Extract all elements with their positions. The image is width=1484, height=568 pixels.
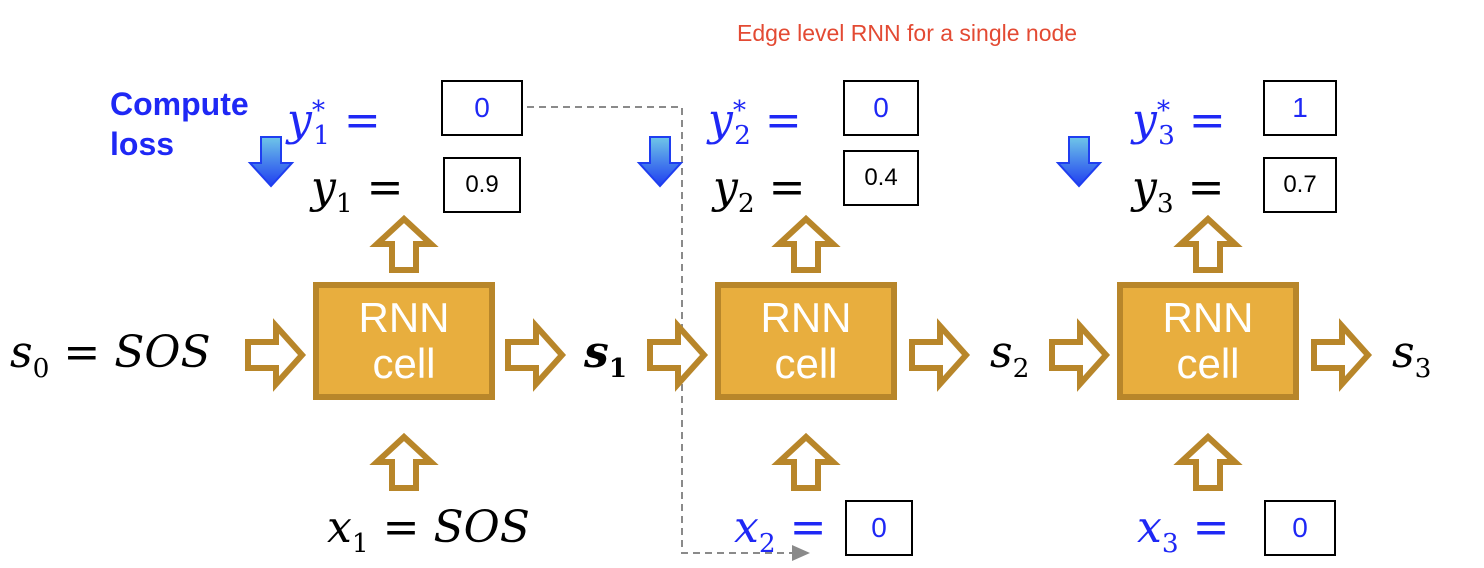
loss-arrow-3	[1055, 136, 1103, 188]
loss-arrow-1	[247, 136, 295, 188]
compute-loss-line2: loss	[110, 126, 175, 162]
arrow-cell1-to-s1	[505, 318, 567, 392]
target-y2: y*2=	[708, 94, 802, 152]
arrow-cell3-to-y3	[1173, 214, 1243, 273]
prediction-y3: y3=	[1132, 162, 1225, 219]
input-x3: x3=	[1137, 502, 1230, 559]
arrow-x2-to-cell2	[771, 432, 841, 491]
compute-loss-label: Compute loss	[110, 84, 249, 164]
arrow-s1-to-cell2	[647, 318, 709, 392]
input-x2: x2=	[734, 502, 827, 559]
arrow-s2-to-cell3	[1049, 318, 1111, 392]
target-y1-value-box: 0	[441, 80, 523, 136]
rnn-cell-2-line2: cell	[774, 340, 838, 387]
rnn-cell-3-line1: RNN	[1162, 294, 1254, 341]
arrow-cell2-to-s2	[909, 318, 971, 392]
prediction-y1: y1=	[311, 162, 404, 219]
rnn-cell-3-line2: cell	[1176, 340, 1240, 387]
prediction-y3-value-box: 0.7	[1263, 157, 1337, 213]
rnn-cell-2: RNN cell	[715, 282, 897, 400]
arrow-x1-to-cell1	[369, 432, 439, 491]
target-y3-value-box: 1	[1263, 80, 1337, 136]
rnn-cell-3: RNN cell	[1117, 282, 1299, 400]
target-y1: y*1=	[287, 94, 381, 152]
arrow-s0-to-cell1	[245, 318, 307, 392]
arrow-cell3-to-s3	[1311, 318, 1373, 392]
prediction-y1-value-box: 0.9	[443, 157, 521, 213]
prediction-y2: y2=	[713, 162, 806, 219]
prediction-y2-value-box: 0.4	[843, 150, 919, 206]
rnn-cell-2-line1: RNN	[760, 294, 852, 341]
state-s1: s1	[584, 327, 628, 384]
state-s2: s2	[990, 327, 1030, 384]
state-s0: s0=SOS	[10, 327, 211, 384]
input-x1: x1=SOS	[327, 502, 530, 559]
loss-arrow-2	[636, 136, 684, 188]
state-s3: s3	[1392, 327, 1432, 384]
arrow-cell1-to-y1	[369, 214, 439, 273]
compute-loss-line1: Compute	[110, 86, 249, 122]
input-x3-value-box: 0	[1264, 500, 1336, 556]
target-y2-value-box: 0	[843, 80, 919, 136]
input-x2-value-box: 0	[845, 500, 913, 556]
rnn-cell-1-line2: cell	[372, 340, 436, 387]
rnn-cell-1-line1: RNN	[358, 294, 450, 341]
arrow-x3-to-cell3	[1173, 432, 1243, 491]
arrow-cell2-to-y2	[771, 214, 841, 273]
rnn-cell-1: RNN cell	[313, 282, 495, 400]
edge-level-note: Edge level RNN for a single node	[737, 20, 1078, 46]
target-y3: y*3=	[1132, 94, 1226, 152]
